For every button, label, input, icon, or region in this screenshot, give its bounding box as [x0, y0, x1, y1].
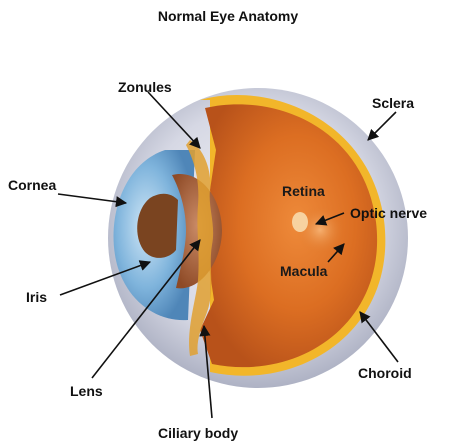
label-cornea: Cornea — [8, 177, 56, 193]
sclera-leader — [368, 112, 396, 140]
label-choroid: Choroid — [358, 365, 412, 381]
label-lens: Lens — [70, 383, 103, 399]
optic-disc-shape — [292, 212, 308, 232]
label-zonules: Zonules — [118, 79, 172, 95]
label-ciliary-body: Ciliary body — [158, 425, 238, 441]
label-optic-nerve: Optic nerve — [350, 205, 427, 221]
label-macula: Macula — [280, 263, 328, 279]
label-iris: Iris — [26, 289, 47, 305]
label-sclera: Sclera — [372, 95, 414, 111]
label-retina: Retina — [282, 183, 325, 199]
